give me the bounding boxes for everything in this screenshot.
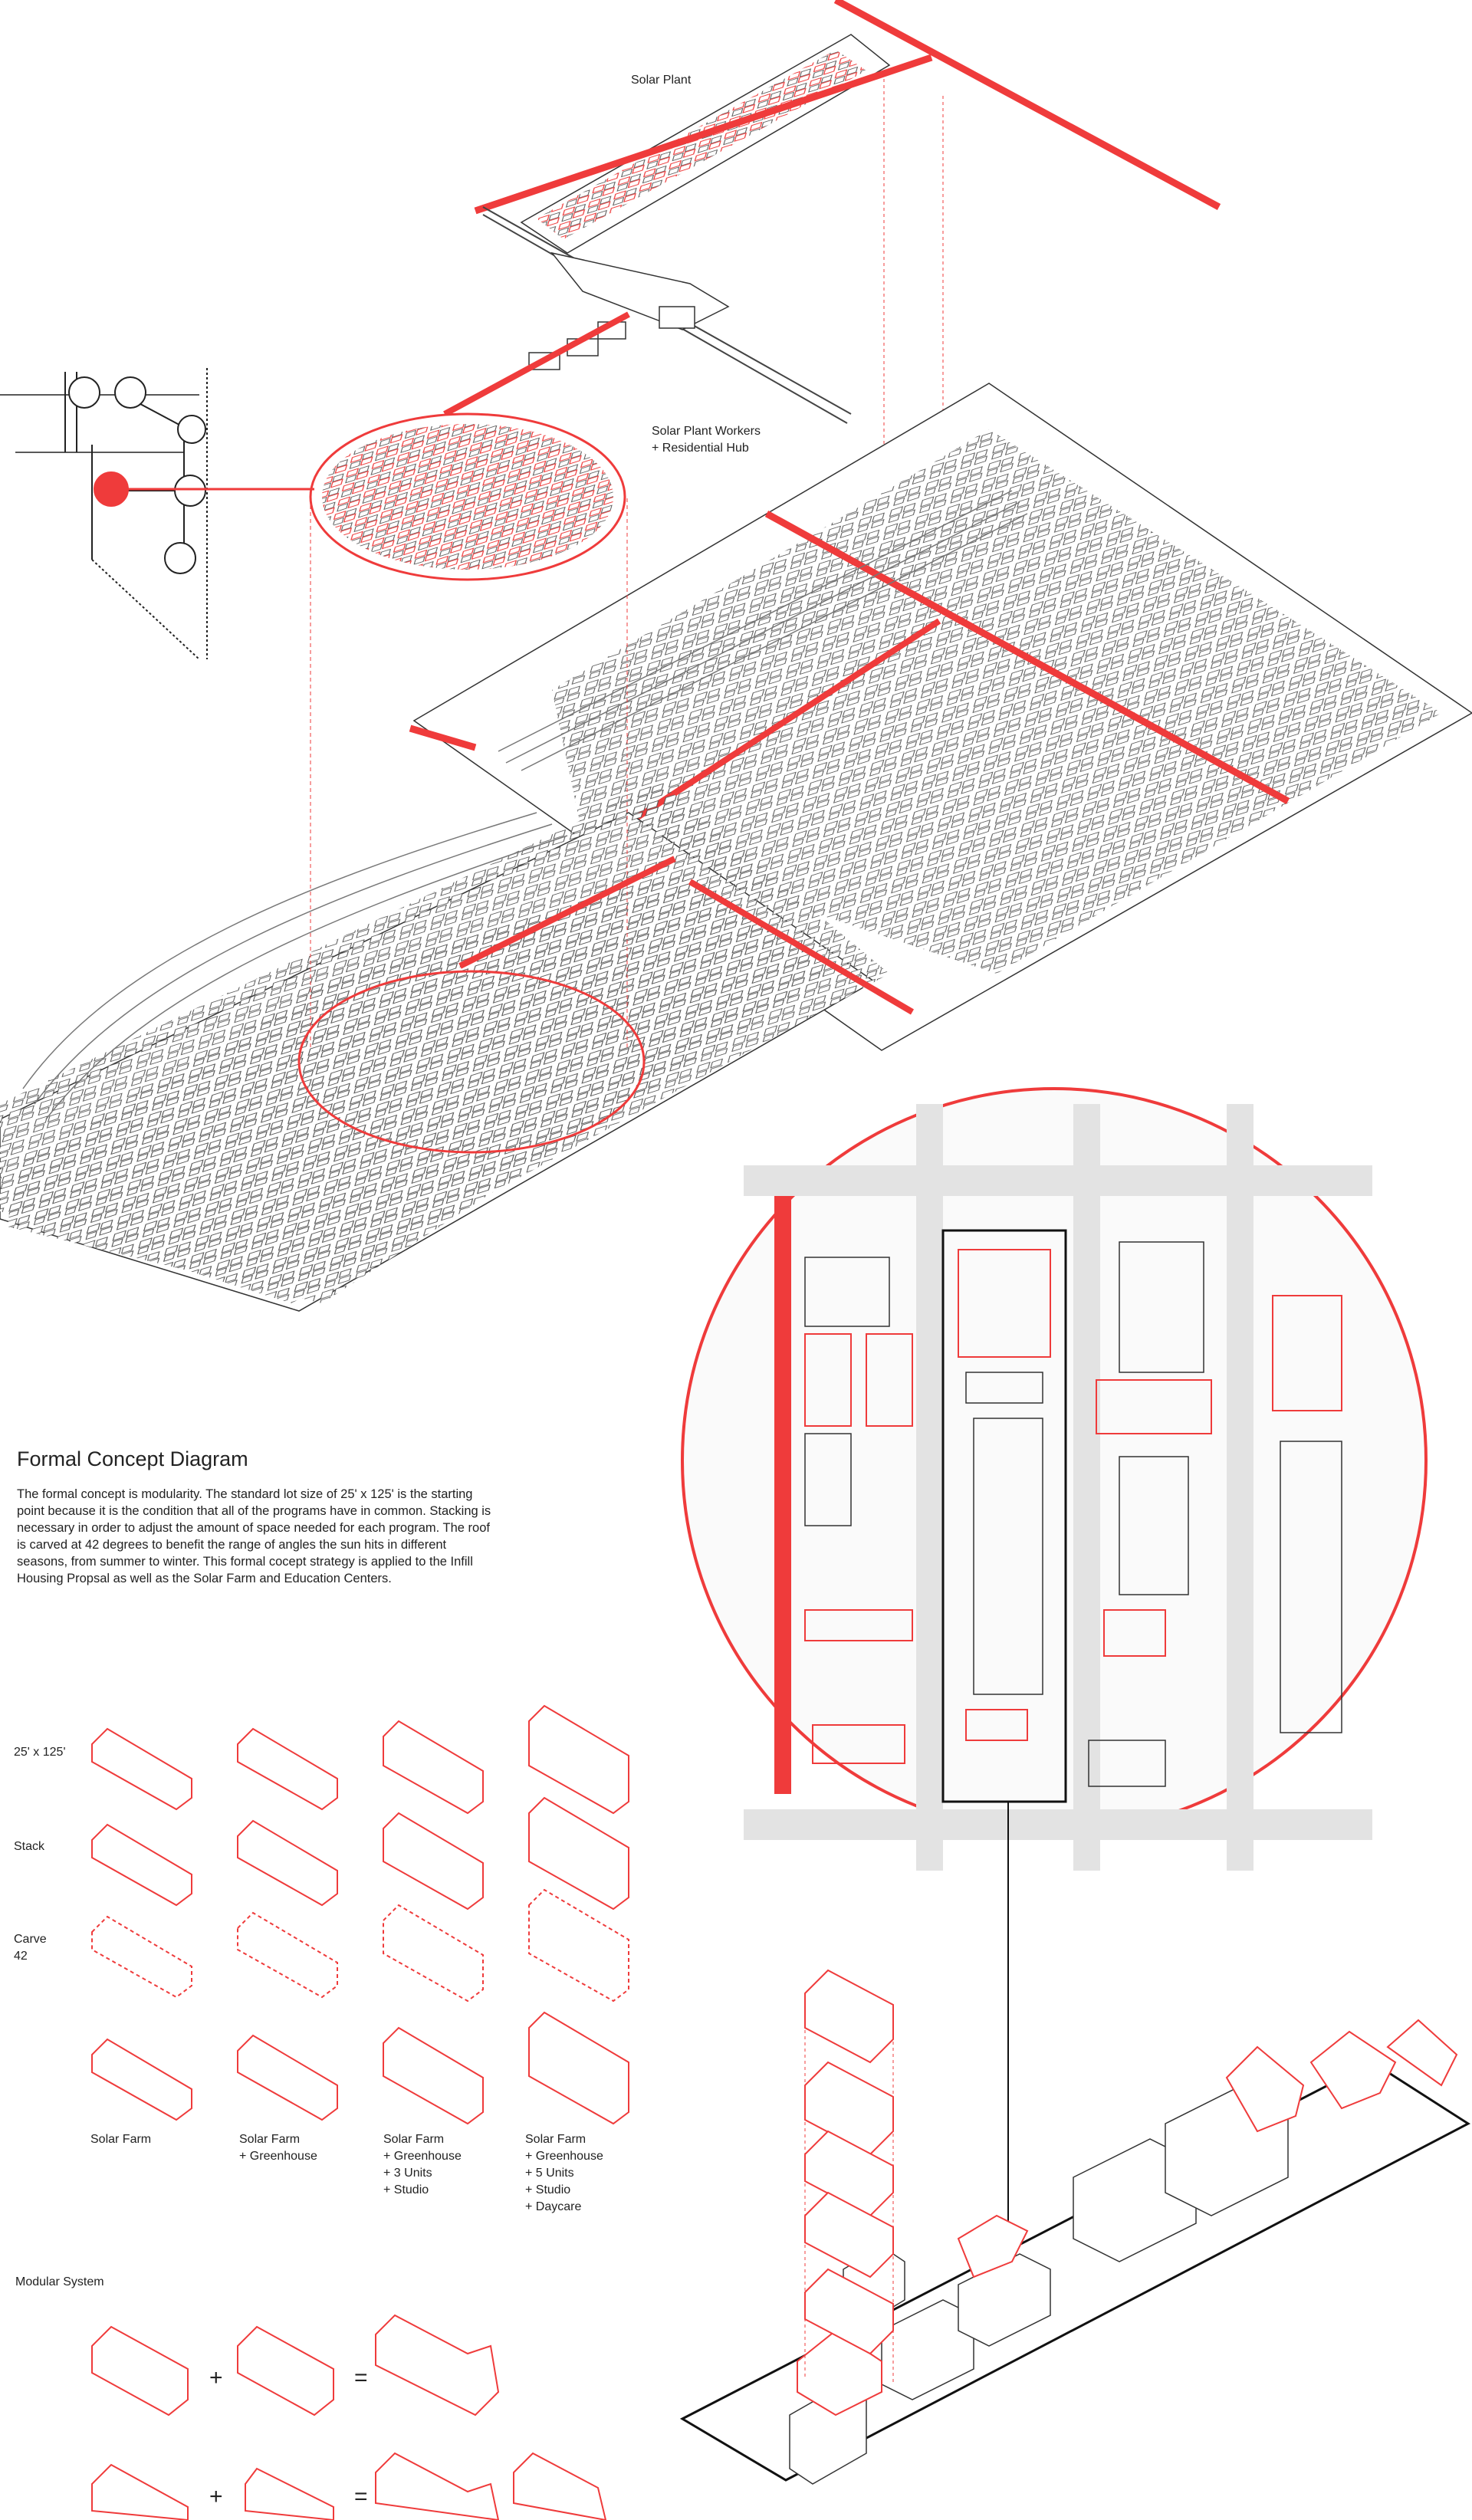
column-label-1: Solar Farm xyxy=(90,2133,152,2146)
module-row-carve xyxy=(91,1888,629,2003)
plus-sign-2: + xyxy=(209,2484,223,2509)
city-base-layer xyxy=(0,782,915,1312)
module-row-final xyxy=(91,2011,629,2125)
lot-axonometric xyxy=(679,1969,1470,2485)
concept-body: The formal concept is modularity. The st… xyxy=(17,1487,491,1585)
row-label-carve: Carve 42 xyxy=(14,1933,47,1963)
column-label-4: Solar Farm + Greenhouse + 5 Units + Stud… xyxy=(525,2133,603,2213)
exploded-stack xyxy=(804,1969,894,2355)
workers-hub-label: Solar Plant Workers + Residential Hub xyxy=(652,425,761,455)
column-label-3: Solar Farm + Greenhouse + 3 Units + Stud… xyxy=(383,2133,462,2196)
module-row-lot xyxy=(91,1704,629,1815)
concept-title: Formal Concept Diagram xyxy=(17,1447,248,1470)
network-key-diagram xyxy=(0,368,314,660)
modular-system-diagram xyxy=(91,2314,607,2520)
module-grid xyxy=(91,1704,629,2125)
equals-sign-2: = xyxy=(354,2484,368,2509)
plus-sign-1: + xyxy=(209,2365,223,2390)
row-label-stack: Stack xyxy=(14,1840,45,1853)
equals-sign-1: = xyxy=(354,2365,368,2390)
zoom-plan-circle xyxy=(681,1087,1428,1871)
site-callout-oval xyxy=(297,970,646,1154)
solar-plant-label: Solar Plant xyxy=(631,74,692,87)
modular-system-title: Modular System xyxy=(15,2275,104,2288)
row-label-lot: 25' x 125' xyxy=(14,1746,66,1759)
module-row-stack xyxy=(91,1796,629,1911)
column-label-2: Solar Farm + Greenhouse xyxy=(239,2133,317,2163)
selected-node-icon xyxy=(94,471,129,507)
